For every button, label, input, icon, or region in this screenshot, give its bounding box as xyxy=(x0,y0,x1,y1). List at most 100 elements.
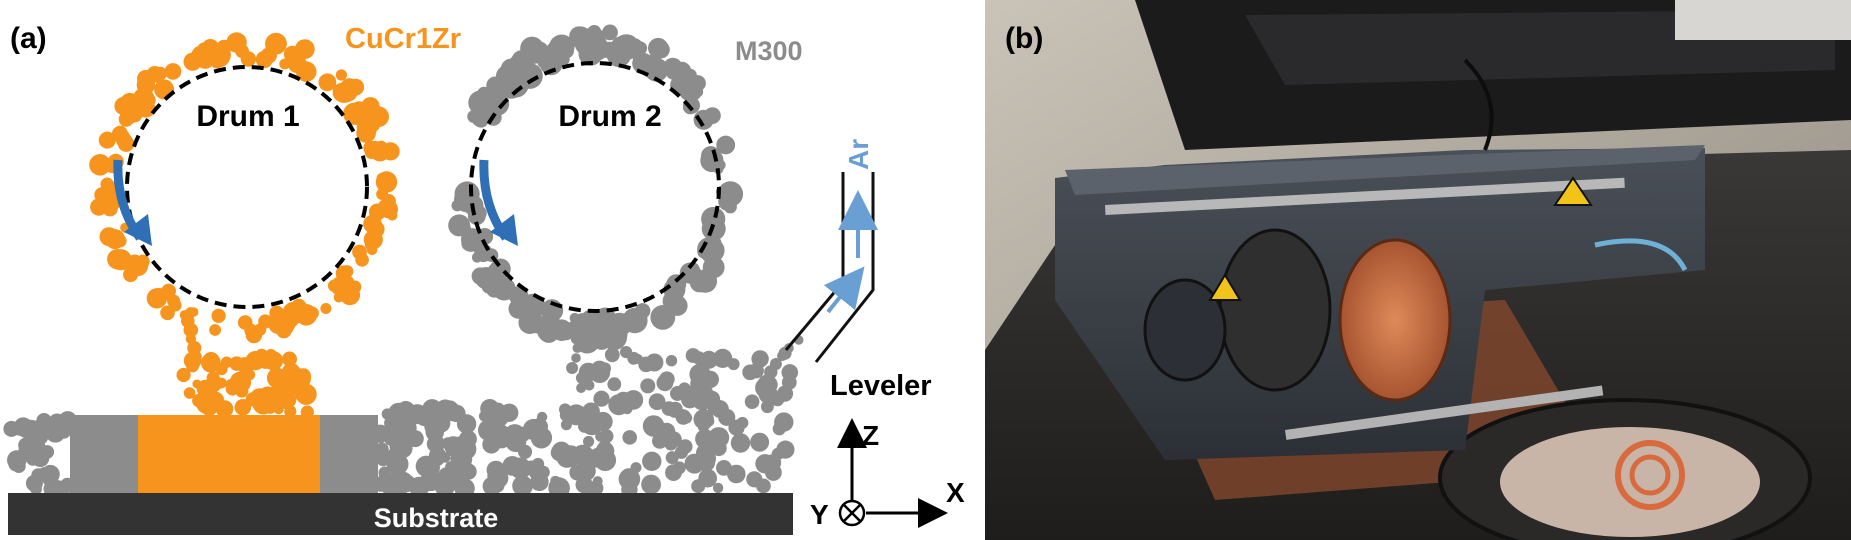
gray-particle xyxy=(599,362,611,375)
gray-particle xyxy=(710,440,727,457)
gray-particle xyxy=(21,445,35,459)
gray-particle xyxy=(406,430,424,448)
gray-particle xyxy=(698,430,710,442)
gray-particle xyxy=(656,374,674,392)
gray-particle xyxy=(394,441,410,457)
gray-particle xyxy=(667,295,688,316)
gray-particle xyxy=(667,404,682,418)
drum-2-label: Drum 2 xyxy=(558,100,661,133)
orange-particle xyxy=(282,351,297,367)
gray-block-left xyxy=(70,415,138,493)
gray-particle xyxy=(761,400,774,414)
recoater-rod-1 xyxy=(1105,177,1625,215)
gray-particle xyxy=(388,459,403,475)
orange-particle xyxy=(164,63,182,80)
gray-particle xyxy=(498,75,517,94)
drum-1 xyxy=(125,65,369,309)
z-axis-label: Z xyxy=(862,420,879,451)
orange-particle xyxy=(336,83,356,103)
gray-particle xyxy=(744,394,760,410)
gray-particle xyxy=(602,24,618,41)
gray-particle xyxy=(736,416,749,429)
gray-particle xyxy=(438,467,455,484)
gray-particle xyxy=(771,447,785,461)
gray-particle xyxy=(593,390,610,407)
warning-sticker-2 xyxy=(1553,176,1593,206)
gray-particle xyxy=(665,355,678,367)
gray-particle xyxy=(700,350,718,369)
orange-particle xyxy=(99,227,119,247)
printed-part-logo-inner xyxy=(1629,454,1671,496)
gray-particle xyxy=(530,418,549,436)
orange-particle xyxy=(183,387,196,399)
gray-particle xyxy=(627,351,641,365)
gray-particle xyxy=(566,362,579,374)
panel-a-schematic: Substrate Drum 1 Drum 2 CuCr1Zr M300 (a)… xyxy=(3,22,965,535)
orange-particle xyxy=(367,220,385,239)
gray-particle xyxy=(572,343,583,353)
printed-part-logo xyxy=(1615,440,1685,510)
drum-1-label: Drum 1 xyxy=(196,100,299,133)
gray-particle xyxy=(595,441,615,461)
gray-particle xyxy=(703,390,721,408)
orange-particle xyxy=(183,322,199,338)
gray-particle xyxy=(764,365,778,379)
gray-particle xyxy=(642,415,665,437)
orange-particle xyxy=(111,252,125,266)
gray-particle xyxy=(559,409,572,422)
substrate-label: Substrate xyxy=(374,503,499,533)
orange-particle xyxy=(209,44,231,66)
orange-particle xyxy=(357,119,377,139)
gray-block-right xyxy=(320,415,378,493)
gray-particle xyxy=(772,422,786,436)
gray-particle xyxy=(532,457,545,471)
gray-particle xyxy=(723,200,737,214)
gray-particle xyxy=(581,413,603,436)
gray-particle xyxy=(658,309,671,322)
orange-particle xyxy=(135,254,150,269)
gray-particle xyxy=(458,430,477,449)
blue-hose xyxy=(1594,238,1688,272)
gray-particle xyxy=(583,380,595,391)
gray-particle xyxy=(537,56,550,69)
drum-2-rotation-arrowhead xyxy=(490,214,518,246)
orange-particle xyxy=(330,276,350,296)
gray-particle xyxy=(748,363,764,379)
gray-particle xyxy=(481,280,495,294)
orange-particle xyxy=(191,45,209,64)
gray-particle xyxy=(599,429,614,444)
photo-drum-1 xyxy=(1218,228,1332,392)
gray-particle xyxy=(716,135,736,155)
gray-particle xyxy=(755,377,776,399)
orange-particle xyxy=(240,51,257,67)
orange-particle xyxy=(372,144,389,161)
gray-particle xyxy=(777,350,788,362)
orange-particle xyxy=(361,97,380,116)
gray-particle xyxy=(708,236,722,250)
orange-particle xyxy=(273,403,284,415)
gray-particle xyxy=(493,432,510,449)
photo-drum-2 xyxy=(1338,238,1452,402)
gray-particle xyxy=(609,326,628,344)
gray-particle xyxy=(730,433,751,453)
gray-particle xyxy=(508,298,529,319)
gray-particle xyxy=(30,420,47,437)
gray-particle xyxy=(583,35,609,61)
orange-particle xyxy=(343,102,365,125)
gray-particle xyxy=(698,468,717,488)
orange-particle xyxy=(90,198,108,216)
ar-flow-arrow-lower xyxy=(823,266,865,314)
panel-a-label: (a) xyxy=(10,22,47,55)
gray-particle xyxy=(690,372,705,387)
gray-particle xyxy=(642,451,662,471)
gray-particle xyxy=(781,364,799,381)
gray-particle xyxy=(578,362,598,382)
gray-particle xyxy=(415,455,438,477)
orange-particle xyxy=(160,305,175,321)
orange-particle xyxy=(265,32,287,55)
gray-particle xyxy=(416,475,434,493)
black-cable xyxy=(1463,58,1494,151)
orange-particle xyxy=(100,132,114,146)
drum-1-rotation-arrowhead xyxy=(124,214,152,246)
orange-particle xyxy=(379,200,398,219)
